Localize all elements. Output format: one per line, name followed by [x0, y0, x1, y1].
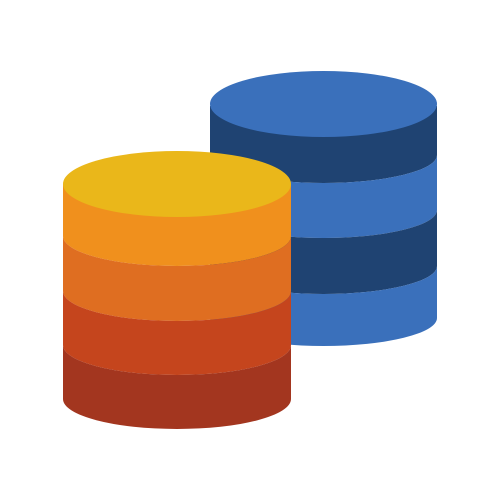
orange-stack-layer-3 — [63, 291, 291, 375]
orange-stack-top — [63, 151, 291, 217]
orange-database-stack — [63, 151, 291, 429]
orange-stack-layer-4 — [63, 345, 291, 429]
orange-stack-layer-2 — [63, 236, 291, 321]
blue-stack-top — [210, 71, 437, 137]
